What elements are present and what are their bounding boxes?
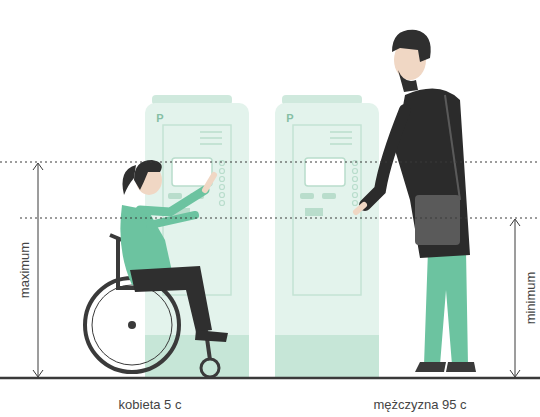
meter-mark: P xyxy=(156,113,163,124)
parking-meter xyxy=(275,95,379,378)
dimension-lines xyxy=(0,162,540,378)
figure-caption: mężczyzna 95 c xyxy=(373,398,466,411)
meter-mark: P xyxy=(286,113,293,124)
dimension-label: maximum xyxy=(16,238,33,302)
standing-man xyxy=(356,30,476,372)
wheelchair-user xyxy=(85,160,228,377)
dimension-label: minimum xyxy=(521,268,538,329)
figure-caption: kobieta 5 c xyxy=(119,398,182,411)
